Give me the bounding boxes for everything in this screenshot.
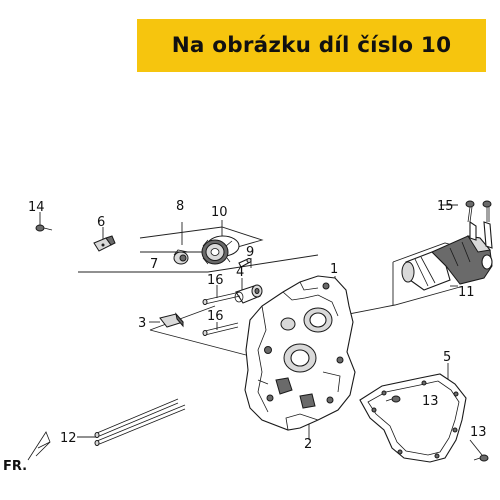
banner-text: Na obrázku díl číslo 10 (171, 33, 452, 58)
assembly-outline-left (78, 226, 319, 273)
gear-10 (201, 235, 240, 265)
callout-1: 1 (330, 262, 338, 277)
callout-9: 9 (246, 245, 254, 260)
callout-4: 4 (236, 265, 244, 280)
part-number-banner: Na obrázku díl číslo 10 (137, 19, 486, 72)
sleeve-4 (234, 284, 263, 304)
screw-14 (35, 224, 53, 232)
gasket-5 (359, 373, 467, 463)
callout-14: 14 (28, 200, 45, 215)
front-direction-label: FR. (3, 459, 27, 474)
front-direction-arrow (27, 431, 51, 461)
clip-3 (159, 312, 184, 328)
callout-13-lower: 13 (470, 425, 487, 440)
bolt-13-lower (473, 454, 489, 462)
assembly-outline-center (149, 305, 247, 356)
callout-6: 6 (97, 215, 105, 230)
callout-3: 3 (138, 316, 146, 331)
callout-13-upper: 13 (422, 394, 439, 409)
crankcase-1 (244, 275, 356, 431)
bolts-15 (465, 200, 492, 223)
callout-16-upper: 16 (207, 273, 224, 288)
collar-8 (173, 249, 189, 265)
callout-labels: 14 6 7 8 10 9 4 16 16 3 1 5 13 13 2 12 1… (28, 199, 487, 452)
callout-2: 2 (304, 437, 312, 452)
stud-16-lower (202, 322, 239, 336)
stud-16-upper (202, 291, 241, 305)
long-studs-12 (94, 398, 186, 446)
callout-8: 8 (176, 199, 184, 214)
callout-15: 15 (437, 199, 454, 214)
pin-9 (238, 258, 252, 268)
callout-16-lower: 16 (207, 309, 224, 324)
callout-7: 7 (150, 257, 158, 272)
bolt-13-upper (385, 395, 401, 403)
starter-motor-11 (401, 220, 493, 291)
callout-12: 12 (60, 431, 77, 446)
callout-5: 5 (443, 350, 451, 365)
bracket-6 (93, 235, 116, 252)
callout-10: 10 (211, 205, 228, 220)
callout-11: 11 (458, 285, 475, 300)
